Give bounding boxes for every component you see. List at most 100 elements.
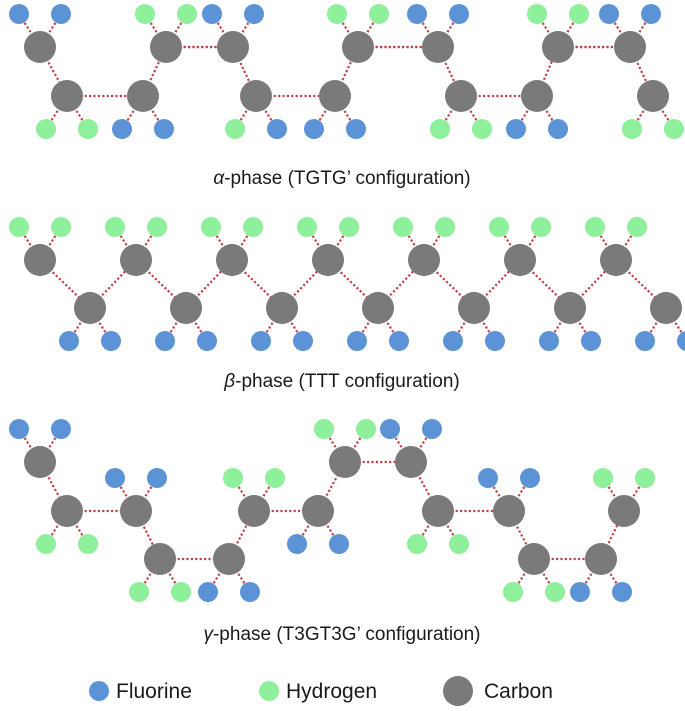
gamma-fluorine-atom — [570, 582, 590, 602]
beta-fluorine-atom — [197, 331, 217, 351]
beta-fluorine-atom — [101, 331, 121, 351]
gamma-hydrogen-atom — [407, 534, 427, 554]
alpha-hydrogen-atom — [327, 4, 347, 24]
gamma-hydrogen-atom — [314, 419, 334, 439]
beta-fluorine-atom — [155, 331, 175, 351]
alpha-phase-caption: α-phase (TGTG’ configuration) — [213, 168, 470, 189]
gamma-carbon-atom — [422, 495, 454, 527]
gamma-hydrogen-atom — [36, 534, 56, 554]
legend-carbon-swatch — [443, 676, 473, 706]
alpha-carbon-atom — [217, 31, 249, 63]
gamma-phase-symbol: γ — [203, 624, 214, 645]
beta-fluorine-atom — [539, 331, 559, 351]
beta-fluorine-atom — [677, 331, 685, 351]
atoms-layer — [9, 4, 685, 602]
gamma-hydrogen-atom — [593, 468, 613, 488]
beta-hydrogen-atom — [297, 217, 317, 237]
alpha-carbon-atom — [319, 80, 351, 112]
beta-carbon-atom — [24, 244, 56, 276]
alpha-fluorine-atom — [407, 4, 427, 24]
beta-carbon-atom — [216, 244, 248, 276]
alpha-carbon-atom — [614, 31, 646, 63]
gamma-carbon-atom — [51, 495, 83, 527]
gamma-fluorine-atom — [51, 419, 71, 439]
beta-hydrogen-atom — [339, 217, 359, 237]
gamma-hydrogen-atom — [635, 468, 655, 488]
beta-carbon-atom — [74, 292, 106, 324]
beta-carbon-atom — [504, 244, 536, 276]
gamma-hydrogen-atom — [78, 534, 98, 554]
alpha-fluorine-atom — [548, 119, 568, 139]
legend-fluorine-swatch — [89, 681, 109, 701]
beta-fluorine-atom — [293, 331, 313, 351]
alpha-carbon-atom — [51, 80, 83, 112]
gamma-carbon-atom — [238, 495, 270, 527]
gamma-fluorine-atom — [9, 419, 29, 439]
gamma-carbon-atom — [493, 495, 525, 527]
gamma-hydrogen-atom — [545, 582, 565, 602]
alpha-fluorine-atom — [506, 119, 526, 139]
alpha-carbon-atom — [150, 31, 182, 63]
gamma-fluorine-atom — [612, 582, 632, 602]
alpha-hydrogen-atom — [569, 4, 589, 24]
beta-hydrogen-atom — [393, 217, 413, 237]
alpha-fluorine-atom — [304, 119, 324, 139]
alpha-fluorine-atom — [244, 4, 264, 24]
beta-hydrogen-atom — [585, 217, 605, 237]
beta-fluorine-atom — [347, 331, 367, 351]
beta-carbon-atom — [312, 244, 344, 276]
alpha-fluorine-atom — [154, 119, 174, 139]
beta-phase-symbol: β — [223, 371, 235, 392]
gamma-fluorine-atom — [329, 534, 349, 554]
beta-fluorine-atom — [485, 331, 505, 351]
alpha-hydrogen-atom — [177, 4, 197, 24]
gamma-fluorine-atom — [105, 468, 125, 488]
gamma-carbon-atom — [395, 446, 427, 478]
beta-hydrogen-atom — [201, 217, 221, 237]
gamma-carbon-atom — [585, 543, 617, 575]
alpha-hydrogen-atom — [135, 4, 155, 24]
alpha-carbon-atom — [422, 31, 454, 63]
gamma-carbon-atom — [518, 543, 550, 575]
gamma-phase-caption-text: -phase (T3GT3G’ configuration) — [213, 624, 481, 645]
beta-hydrogen-atom — [435, 217, 455, 237]
gamma-fluorine-atom — [287, 534, 307, 554]
beta-carbon-atom — [650, 292, 682, 324]
gamma-carbon-atom — [302, 495, 334, 527]
beta-hydrogen-atom — [51, 217, 71, 237]
beta-hydrogen-atom — [531, 217, 551, 237]
gamma-hydrogen-atom — [503, 582, 523, 602]
gamma-hydrogen-atom — [223, 468, 243, 488]
beta-fluorine-atom — [389, 331, 409, 351]
legend-fluorine-label: Fluorine — [116, 680, 192, 703]
alpha-phase-caption-text: -phase (TGTG’ configuration) — [224, 168, 470, 189]
gamma-hydrogen-atom — [171, 582, 191, 602]
beta-carbon-atom — [408, 244, 440, 276]
alpha-hydrogen-atom — [430, 119, 450, 139]
gamma-hydrogen-atom — [449, 534, 469, 554]
alpha-fluorine-atom — [202, 4, 222, 24]
gamma-hydrogen-atom — [129, 582, 149, 602]
beta-fluorine-atom — [251, 331, 271, 351]
alpha-fluorine-atom — [449, 4, 469, 24]
alpha-carbon-atom — [240, 80, 272, 112]
gamma-carbon-atom — [608, 495, 640, 527]
beta-carbon-atom — [362, 292, 394, 324]
beta-hydrogen-atom — [489, 217, 509, 237]
beta-fluorine-atom — [443, 331, 463, 351]
alpha-phase-symbol: α — [213, 168, 225, 189]
alpha-carbon-atom — [342, 31, 374, 63]
beta-hydrogen-atom — [243, 217, 263, 237]
beta-carbon-atom — [120, 244, 152, 276]
beta-carbon-atom — [170, 292, 202, 324]
legend-hydrogen-label: Hydrogen — [286, 680, 377, 703]
beta-carbon-atom — [600, 244, 632, 276]
gamma-fluorine-atom — [380, 419, 400, 439]
alpha-hydrogen-atom — [369, 4, 389, 24]
legend-carbon-label: Carbon — [484, 680, 553, 703]
beta-fluorine-atom — [581, 331, 601, 351]
gamma-hydrogen-atom — [356, 419, 376, 439]
beta-carbon-atom — [266, 292, 298, 324]
alpha-hydrogen-atom — [527, 4, 547, 24]
